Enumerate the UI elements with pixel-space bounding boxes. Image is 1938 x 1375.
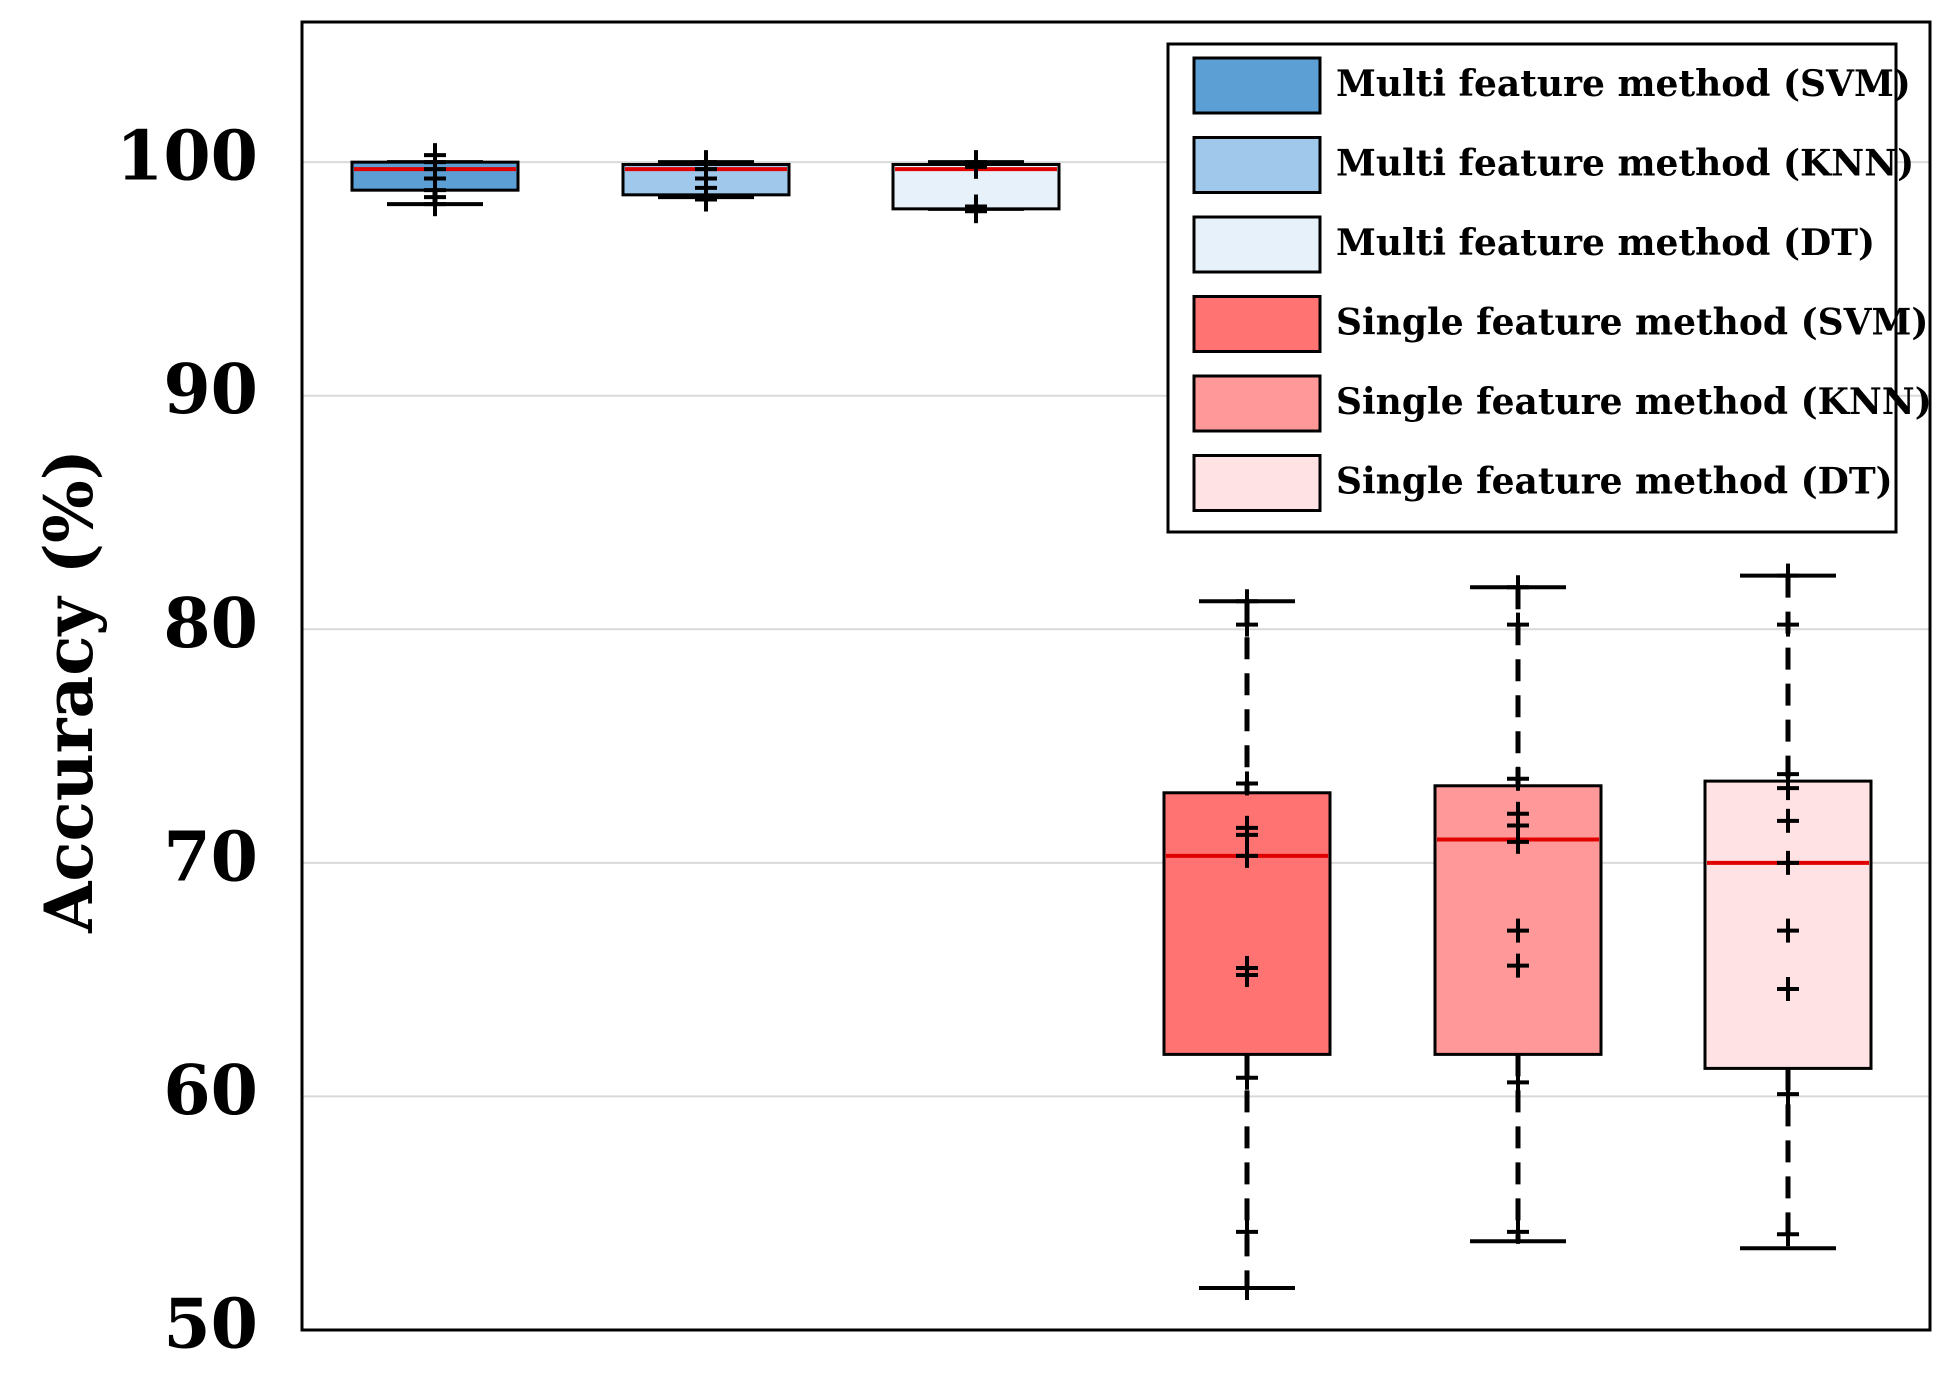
data-point [1507, 612, 1529, 637]
data-point [1236, 815, 1258, 840]
data-point [1777, 1082, 1799, 1107]
data-point [1777, 563, 1799, 588]
data-point [1236, 771, 1258, 796]
data-point [1777, 1222, 1799, 1247]
legend-swatch [1192, 215, 1322, 274]
legend-swatch [1192, 454, 1322, 512]
data-point [1777, 850, 1799, 875]
data-point [1236, 1219, 1258, 1244]
y-tick-layer: 50 60 70 80 90 100 [116, 117, 258, 1365]
data-point [965, 150, 987, 175]
y-axis-label: Accuracy (%) [30, 449, 108, 934]
data-point [1507, 953, 1529, 978]
y-tick-label: 60 [163, 1051, 258, 1131]
legend-entry-label: Multi feature method (KNN) [1336, 143, 1914, 185]
legend-swatch [1192, 136, 1322, 194]
data-point [1507, 575, 1529, 600]
data-point [1236, 589, 1258, 614]
data-point [965, 194, 987, 219]
box-group [1433, 575, 1603, 1244]
box-group [350, 143, 520, 217]
data-point [1777, 918, 1799, 943]
data-point [1236, 1065, 1258, 1090]
legend-swatch [1192, 295, 1322, 353]
data-point [1236, 1275, 1258, 1300]
y-tick-label: 90 [163, 350, 258, 430]
data-point [1236, 843, 1258, 868]
y-tick-label: 80 [163, 584, 258, 664]
legend-entry-label: Multi feature method (DT) [1336, 222, 1875, 264]
legend-swatch [1192, 374, 1322, 433]
legend-entry-label: Single feature method (DT) [1336, 461, 1893, 503]
legend-entry-label: Single feature method (SVM) [1336, 302, 1928, 344]
data-point [1777, 976, 1799, 1001]
legend-swatch [1192, 56, 1322, 115]
data-point [1507, 801, 1529, 826]
data-point [1777, 808, 1799, 833]
legend-frame [1166, 42, 1898, 534]
y-tick-label: 50 [163, 1285, 258, 1365]
y-tick-label: 70 [163, 817, 258, 897]
legend: Multi feature method (SVM) Multi feature … [1166, 42, 1932, 534]
box-group [621, 150, 791, 212]
legend-entry-label: Single feature method (KNN) [1336, 381, 1932, 423]
data-point [1507, 1070, 1529, 1095]
data-point [424, 143, 446, 168]
legend-entry-label: Multi feature method (SVM) [1336, 63, 1911, 105]
data-point [1507, 918, 1529, 943]
box-group [891, 150, 1061, 224]
box-layer [350, 143, 1873, 1300]
plot-frame [300, 20, 1932, 1332]
data-point [1777, 612, 1799, 637]
y-tick-label: 100 [116, 117, 258, 197]
data-point [1236, 955, 1258, 980]
data-point [1507, 766, 1529, 791]
box-group [1703, 563, 1873, 1251]
data-point [1236, 612, 1258, 637]
data-point [695, 150, 717, 175]
data-point [1507, 1219, 1529, 1244]
data-point [1777, 762, 1799, 787]
box-group [1162, 589, 1332, 1300]
